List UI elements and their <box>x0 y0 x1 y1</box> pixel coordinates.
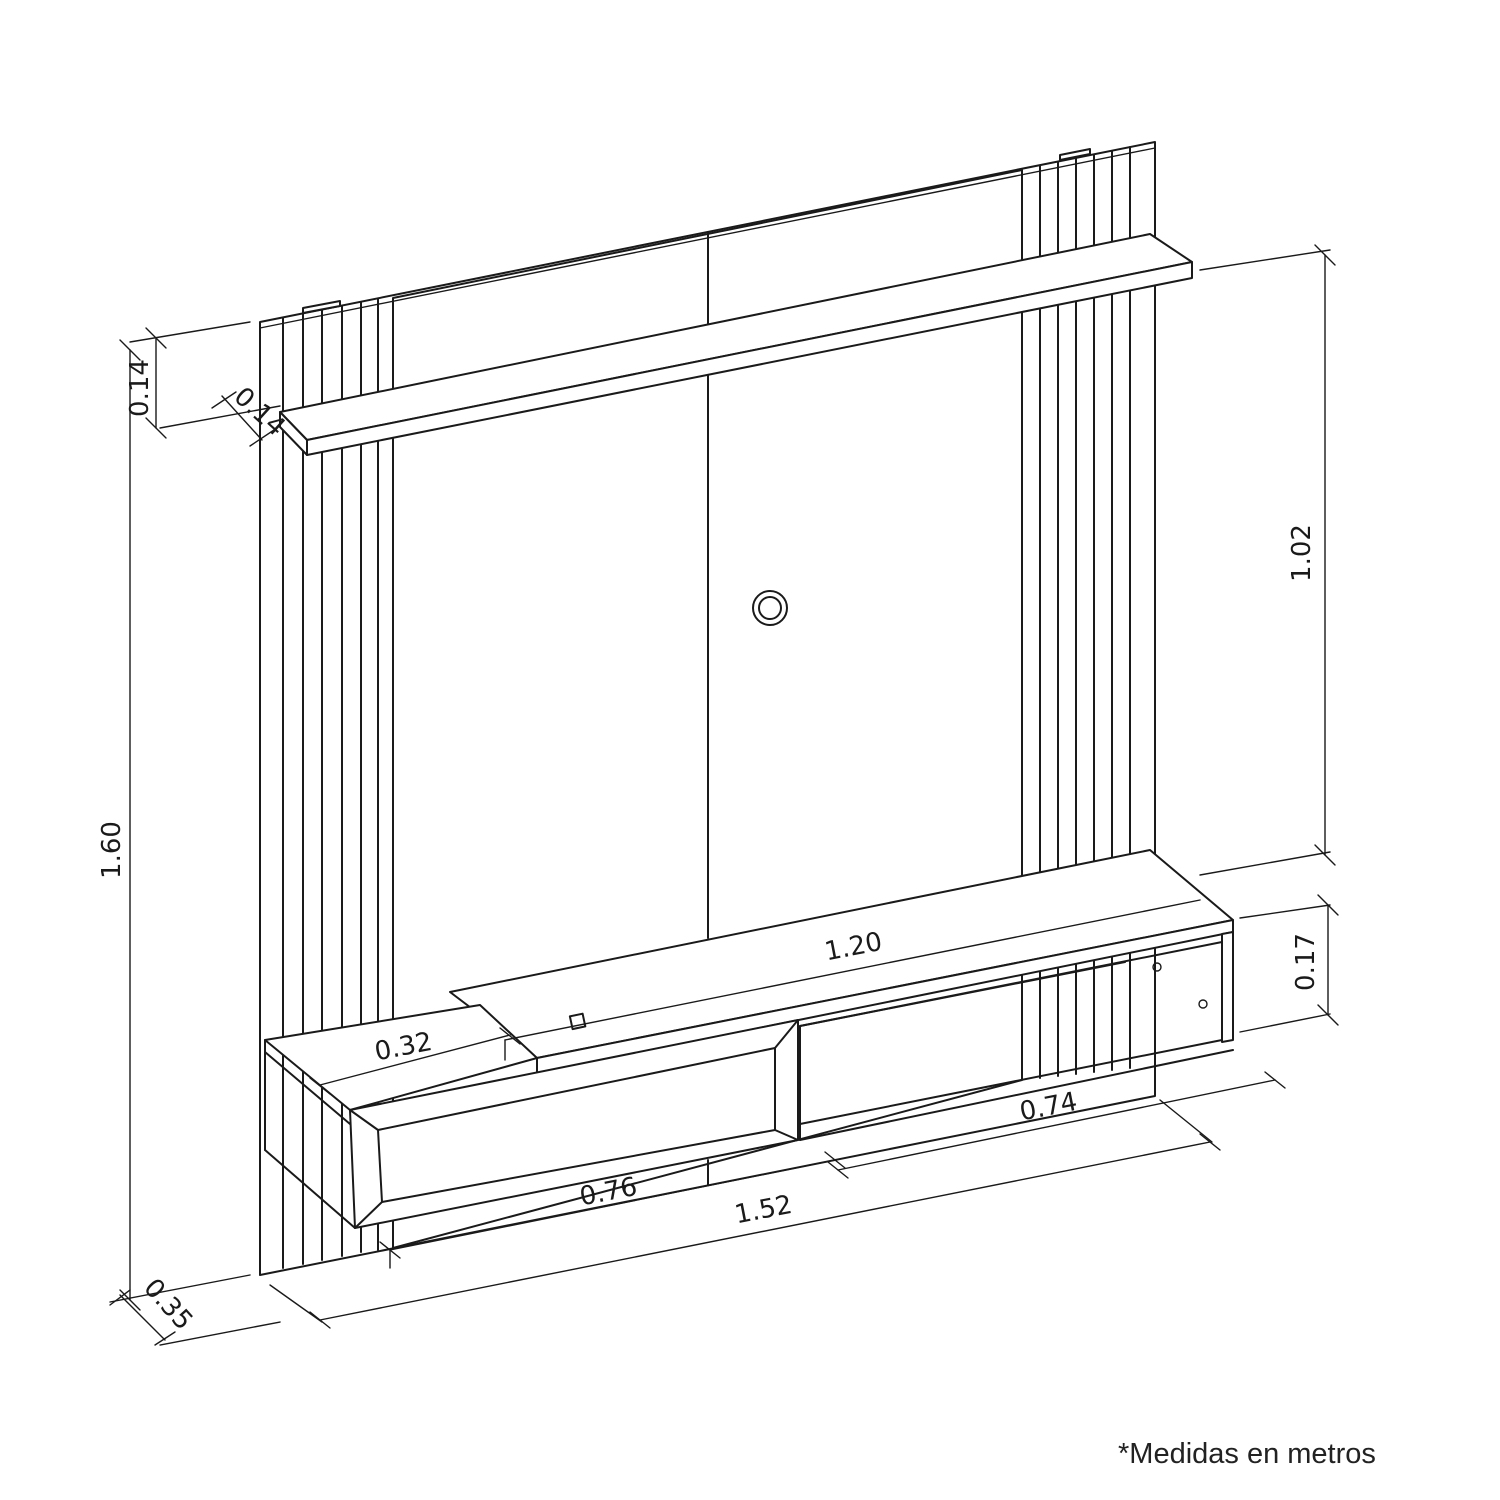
units-note: *Medidas en metros <box>1118 1438 1376 1470</box>
tv-rack <box>264 849 1234 1229</box>
dim-total-width: 1.52 <box>732 1190 795 1230</box>
upper-shelf <box>279 233 1193 456</box>
dim-shelf-to-rack: 1.02 <box>1287 524 1317 582</box>
dim-total-height: 1.60 <box>97 821 127 879</box>
dim-depth-base: 0.35 <box>137 1273 198 1336</box>
dimension-lines <box>109 244 1339 1346</box>
dim-rack-height: 0.17 <box>1291 933 1321 991</box>
dim-upper-panel-height: 0.14 <box>125 359 155 417</box>
